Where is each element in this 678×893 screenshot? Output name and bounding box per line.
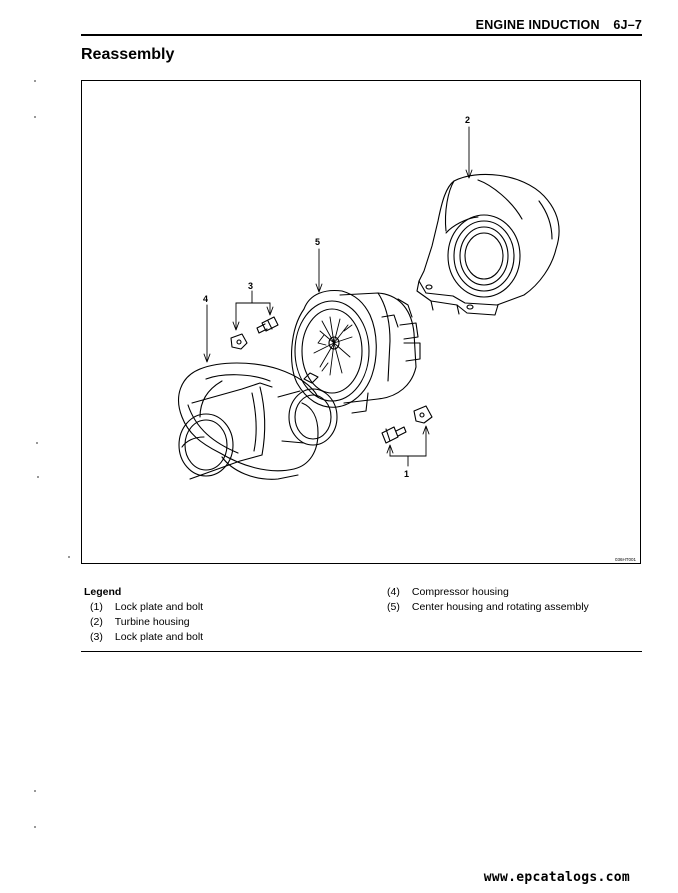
turbine-housing-drawing <box>416 173 560 316</box>
callout-4: 4 <box>203 294 208 304</box>
callout-1: 1 <box>404 469 409 479</box>
center-housing-drawing <box>291 289 421 414</box>
callout-3: 3 <box>248 281 253 291</box>
exploded-view-drawing: 2 5 4 3 1 <box>178 115 560 480</box>
scan-speck <box>68 556 70 558</box>
turbocharger-illustration: 2 5 4 3 1 036HT001 <box>81 80 641 564</box>
figure-code: 036HT001 <box>614 557 636 562</box>
legend-rule <box>81 651 642 652</box>
compressor-housing-drawing <box>178 362 338 480</box>
page-header: ENGINE INDUCTION 6J–7 <box>476 18 642 32</box>
section-title: Reassembly <box>81 46 175 63</box>
scan-speck <box>36 442 38 444</box>
callout-5: 5 <box>315 237 320 247</box>
callout-leaders <box>203 126 473 467</box>
header-rule <box>81 34 642 36</box>
lock-plate-bolt-3-drawing <box>230 316 279 350</box>
scan-speck <box>34 116 36 118</box>
scan-speck <box>37 476 39 478</box>
scan-speck <box>34 826 36 828</box>
callout-2: 2 <box>465 115 470 125</box>
section-name: ENGINE INDUCTION <box>475 18 600 32</box>
lock-plate-bolt-1-drawing <box>381 405 433 444</box>
legend-item: (2) Turbine housing <box>90 616 190 628</box>
legend-item: (4) Compressor housing <box>387 586 509 598</box>
legend-title: Legend <box>84 586 122 598</box>
page-number: 6J–7 <box>613 18 642 32</box>
legend-item: (1) Lock plate and bolt <box>90 601 204 613</box>
legend-item: (3) Lock plate and bolt <box>90 631 204 643</box>
watermark: www.epcatalogs.com <box>483 870 630 885</box>
scan-speck <box>34 790 36 792</box>
scan-speck <box>34 80 36 82</box>
legend-item: (5) Center housing and rotating assembly <box>387 601 589 613</box>
legend-left: Legend (1) Lock plate and bolt (2) Turbi… <box>84 585 203 645</box>
legend-right: (4) Compressor housing (5) Center housin… <box>387 585 589 615</box>
